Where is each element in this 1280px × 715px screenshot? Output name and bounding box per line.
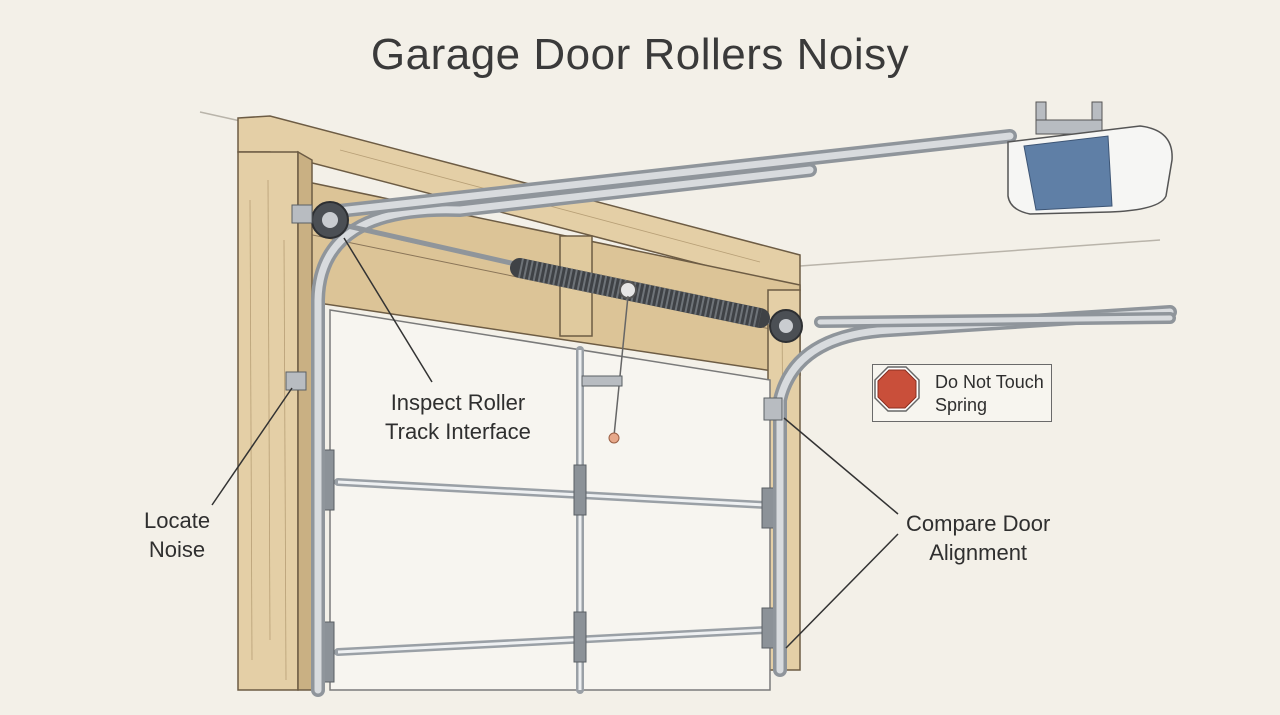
door-tracks (311, 129, 1177, 697)
garage-door (321, 309, 775, 694)
callout-line: Alignment (929, 540, 1028, 565)
callout-line: Compare Door (906, 511, 1051, 536)
callout-inspect-roller: Inspect Roller Track Interface (385, 388, 531, 446)
warning-line: Do Not Touch (935, 372, 1044, 392)
callout-line: Noise (148, 537, 206, 562)
cable-drums (311, 201, 803, 343)
diagram-title: Garage Door Rollers Noisy (370, 30, 910, 79)
warning-line: Spring (935, 395, 988, 415)
stop-octagon-icon (874, 366, 920, 412)
warning-label: Do Not Touch Spring (872, 364, 1052, 422)
door-opener-motor (1007, 101, 1173, 215)
leader-lines (211, 237, 899, 649)
callout-line: Inspect Roller (390, 390, 526, 415)
track-brackets (285, 204, 783, 421)
callout-line: Track Interface (385, 419, 531, 444)
callout-line: Locate (144, 508, 211, 533)
torsion-spring (329, 219, 786, 444)
callout-locate-noise: Locate Noise (144, 506, 210, 564)
callout-compare-alignment: Compare Door Alignment (906, 509, 1050, 567)
warning-text: Do Not Touch Spring (935, 371, 1044, 417)
